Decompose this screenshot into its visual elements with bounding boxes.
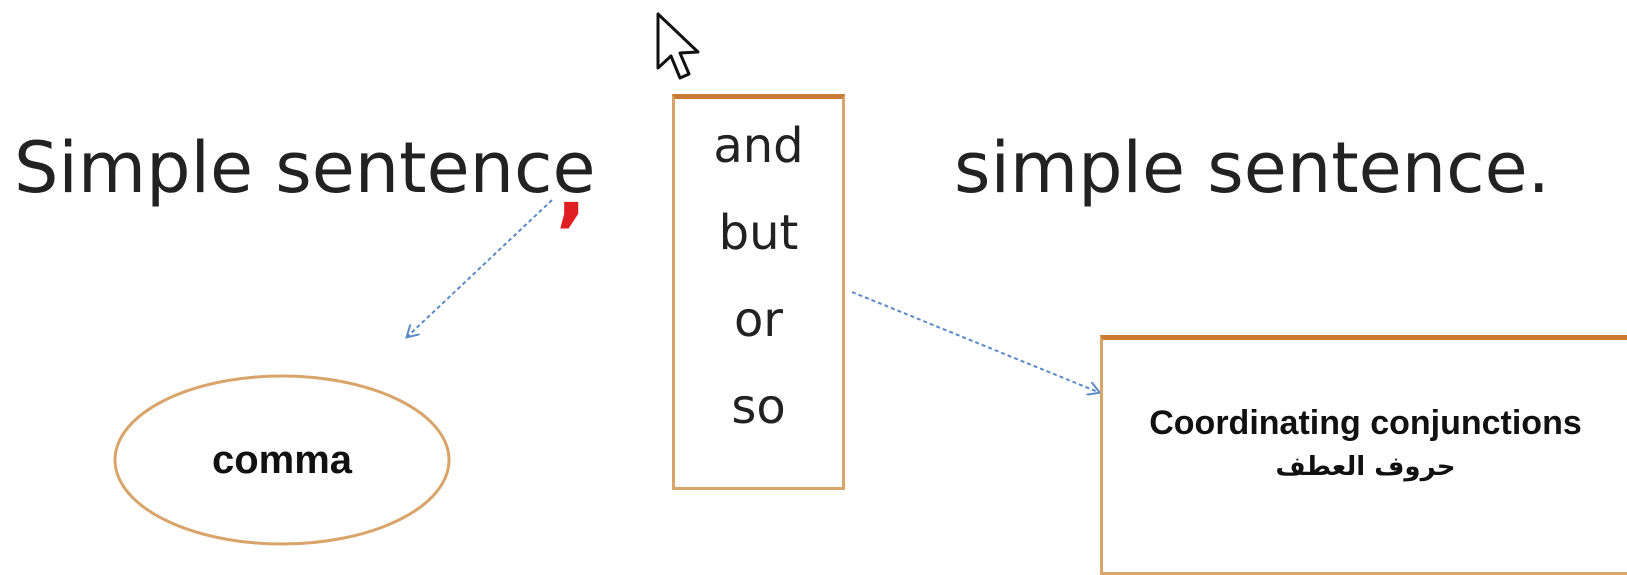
coordinating-conjunctions-box: Coordinating conjunctions حروف العطف <box>1100 335 1627 575</box>
sentence-left: Simple sentence <box>14 127 596 209</box>
comma-symbol: , <box>556 143 587 236</box>
sentence-right: simple sentence. <box>954 127 1550 209</box>
term-english: Coordinating conjunctions <box>1149 404 1582 442</box>
conjunction-but: but <box>718 205 799 261</box>
mouse-pointer-icon <box>656 12 700 80</box>
diagram-canvas: Simple sentence , simple sentence. and b… <box>14 12 1627 575</box>
conjunction-so: so <box>731 379 786 435</box>
comma-label: comma <box>211 438 353 482</box>
comma-ellipse <box>113 374 451 546</box>
conjunction-or: or <box>733 292 784 348</box>
comma-arrow <box>408 199 553 336</box>
conjunction-arrow <box>851 291 1098 392</box>
term-arabic: حروف العطف <box>1275 452 1456 482</box>
diagram-lines <box>113 12 1627 546</box>
conjunctions-list: and but or so <box>675 111 842 459</box>
conjunctions-box: and but or so <box>672 94 845 490</box>
conjunction-and: and <box>713 118 804 174</box>
